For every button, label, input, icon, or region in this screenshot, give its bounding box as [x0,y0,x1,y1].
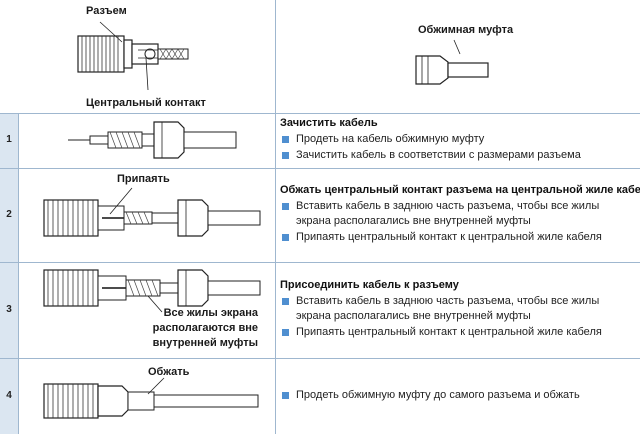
bullet-text: Вставить кабель в заднюю часть разъема, … [296,295,600,322]
crimp-sleeve-label: Обжимная муфта [418,24,514,36]
bullet-item: Вставить кабель в заднюю часть разъема, … [282,294,634,324]
bullet-text: Продеть на кабель обжимную муфту [296,133,485,145]
bullet-item: Припаять центральный контакт к центральн… [282,230,634,245]
column-divider [275,0,276,434]
bullet-square-icon [282,203,289,210]
row-divider [0,262,640,263]
shield-strands-label: Все жилы экрана располагаются вне внутре… [152,307,258,349]
bullet-square-icon [282,136,289,143]
bullet-item: Продеть обжимную муфту до самого разъема… [282,388,634,403]
step-number: 3 [6,304,12,315]
attach-cable-diagram [43,269,261,313]
bullet-text: Припаять центральный контакт к центральн… [296,326,602,338]
step-title: Обжать центральный контакт разъема на це… [280,184,640,196]
bullet-square-icon [282,152,289,159]
bullet-item: Продеть на кабель обжимную муфту [282,132,634,147]
row-divider [0,358,640,359]
step-number-column [0,113,18,434]
strip-cable-diagram [68,121,237,159]
bullet-item: Вставить кабель в заднюю часть разъема, … [282,199,634,229]
solder-contact-diagram [43,187,261,237]
connector-diagram [77,21,189,91]
row-divider [0,168,640,169]
crimp-label: Обжать [148,366,190,378]
bullet-square-icon [282,234,289,241]
central-contact-label: Центральный контакт [86,97,206,109]
bullet-text: Припаять центральный контакт к центральн… [296,231,602,243]
bullet-text: Вставить кабель в заднюю часть разъема, … [296,200,600,227]
step-title: Зачистить кабель [280,117,378,129]
bullet-item: Припаять центральный контакт к центральн… [282,325,634,340]
bullet-text: Зачистить кабель в соответствии с размер… [296,149,581,161]
connector-label: Разъем [86,5,127,17]
step-title: Присоединить кабель к разъему [280,279,459,291]
bullet-square-icon [282,329,289,336]
bullet-item: Зачистить кабель в соответствии с размер… [282,148,634,163]
crimp-sleeve-diagram [415,39,489,85]
step-number: 1 [6,134,12,145]
bullet-square-icon [282,392,289,399]
row-divider [0,113,640,114]
bullet-square-icon [282,298,289,305]
crimp-sleeve-final-diagram [43,377,259,419]
solder-label: Припаять [117,173,170,185]
step-number: 2 [6,209,12,220]
column-divider [18,113,19,434]
bullet-text: Продеть обжимную муфту до самого разъема… [296,389,580,401]
step-number: 4 [6,390,12,401]
